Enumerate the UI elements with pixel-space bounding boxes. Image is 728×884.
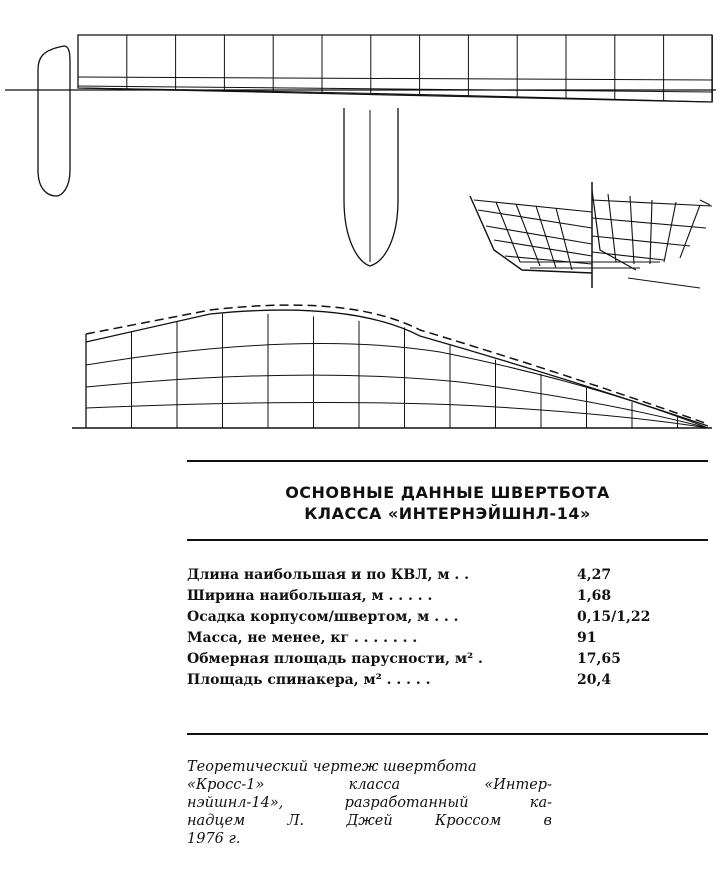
spec-row: Масса, не менее, кг . . . . . . . 91 bbox=[187, 630, 708, 651]
table-top-rule bbox=[187, 460, 708, 462]
spec-value: 4,27 bbox=[577, 567, 612, 583]
caption-line: нэйшнл-14», разработанный ка- bbox=[187, 795, 552, 811]
spec-label: Обмерная площадь парусности, м² . bbox=[187, 651, 483, 667]
body-plan bbox=[469, 182, 713, 289]
table-title: ОСНОВНЫЕ ДАННЫЕ ШВЕРТБОТА КЛАССА «ИНТЕРН… bbox=[187, 482, 708, 524]
spec-row: Ширина наибольшая, м . . . . . 1,68 bbox=[187, 588, 708, 609]
table-title-line-1: ОСНОВНЫЕ ДАННЫЕ ШВЕРТБОТА bbox=[285, 483, 610, 502]
spec-label: Площадь спинакера, м² . . . . . bbox=[187, 672, 431, 688]
caption-line: «Кросс-1» класса «Интер- bbox=[187, 777, 552, 793]
spec-value: 91 bbox=[577, 630, 597, 646]
profile-plan bbox=[72, 304, 712, 429]
half-breadth-plan bbox=[5, 34, 716, 267]
caption-line: надцем Л. Джей Кроссом в bbox=[187, 813, 552, 829]
table-title-line-2: КЛАССА «ИНТЕРНЭЙШНЛ-14» bbox=[304, 504, 591, 523]
spec-row: Длина наибольшая и по КВЛ, м . . 4,27 bbox=[187, 567, 708, 588]
spec-label: Длина наибольшая и по КВЛ, м . . bbox=[187, 567, 470, 583]
spec-value: 0,15/1,22 bbox=[577, 609, 651, 625]
table-header-rule bbox=[187, 539, 708, 541]
hull-lines-drawing bbox=[5, 34, 716, 429]
figure-caption: Теоретический чертеж швертбота «Кросс-1»… bbox=[187, 758, 552, 848]
spec-row: Осадка корпусом/швертом, м . . . 0,15/1,2… bbox=[187, 609, 708, 630]
spec-value: 17,65 bbox=[577, 651, 621, 667]
caption-line: 1976 г. bbox=[187, 831, 241, 847]
table-bottom-rule bbox=[187, 733, 708, 735]
caption-line: Теоретический чертеж швертбота bbox=[187, 759, 477, 775]
spec-row: Площадь спинакера, м² . . . . . 20,4 bbox=[187, 672, 708, 693]
spec-value: 20,4 bbox=[577, 672, 612, 688]
spec-label: Ширина наибольшая, м . . . . . bbox=[187, 588, 433, 604]
spec-value: 1,68 bbox=[577, 588, 612, 604]
spec-label: Масса, не менее, кг . . . . . . . bbox=[187, 630, 418, 646]
spec-row: Обмерная площадь парусности, м² . 17,65 bbox=[187, 651, 708, 672]
spec-label: Осадка корпусом/швертом, м . . . bbox=[187, 609, 459, 625]
